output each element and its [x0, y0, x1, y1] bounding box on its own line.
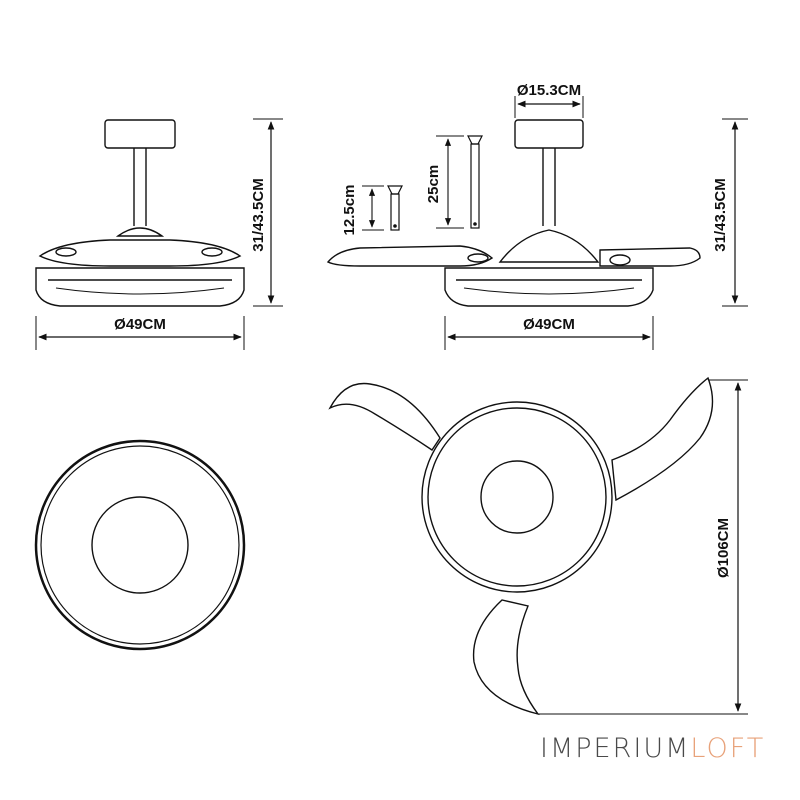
long-downrod: [467, 135, 483, 229]
dim-short-rod: 12.5cm: [341, 185, 384, 236]
folded-blades: [38, 239, 242, 267]
blade-left: [326, 245, 494, 267]
bottom-view-open: [328, 376, 714, 716]
motor-housing-open: [498, 229, 600, 263]
blade-top-left: [328, 382, 441, 451]
dim-long-rod: 25cm: [425, 135, 464, 229]
blade-right-view: [611, 376, 714, 502]
light-ring: [35, 267, 245, 307]
dim-blade-span: Ø106CM: [538, 379, 748, 715]
side-height-label: 31/43.5CM: [250, 178, 267, 251]
dim-open-diameter: Ø49CM: [444, 316, 654, 350]
light-panel: [91, 496, 189, 594]
blade-bottom: [472, 599, 540, 716]
logo-part1: IMPERIUM: [540, 733, 691, 764]
side-diameter-label: Ø49CM: [114, 316, 166, 333]
open-diameter-label: Ø49CM: [523, 316, 575, 333]
body-outer: [421, 401, 613, 593]
dim-canopy-diameter: Ø15.3CM: [514, 82, 584, 118]
canopy: [104, 119, 176, 149]
canopy-open: [514, 119, 584, 149]
short-downrod: [387, 185, 403, 231]
side-view-closed: [35, 119, 245, 307]
long-rod-label: 25cm: [425, 165, 442, 203]
blade-right: [599, 247, 701, 267]
light-panel-open: [480, 460, 554, 534]
side-view-open: [326, 119, 701, 307]
brand-logo: IMPERIUMLOFT: [540, 733, 765, 764]
dim-open-height: 31/43.5CM: [712, 118, 748, 307]
outer-ring: [34, 439, 246, 651]
logo-part2: LOFT: [690, 733, 766, 764]
dim-side-diameter: Ø49CM: [35, 316, 245, 350]
canopy-diameter-label: Ø15.3CM: [517, 82, 581, 99]
short-rod-label: 12.5cm: [341, 185, 358, 236]
light-ring-open: [444, 267, 654, 307]
dim-side-height: 31/43.5CM: [250, 118, 283, 307]
blade-span-label: Ø106CM: [715, 518, 732, 578]
open-height-label: 31/43.5CM: [712, 178, 729, 251]
motor-housing: [115, 227, 165, 237]
bottom-view-closed: [34, 439, 246, 651]
